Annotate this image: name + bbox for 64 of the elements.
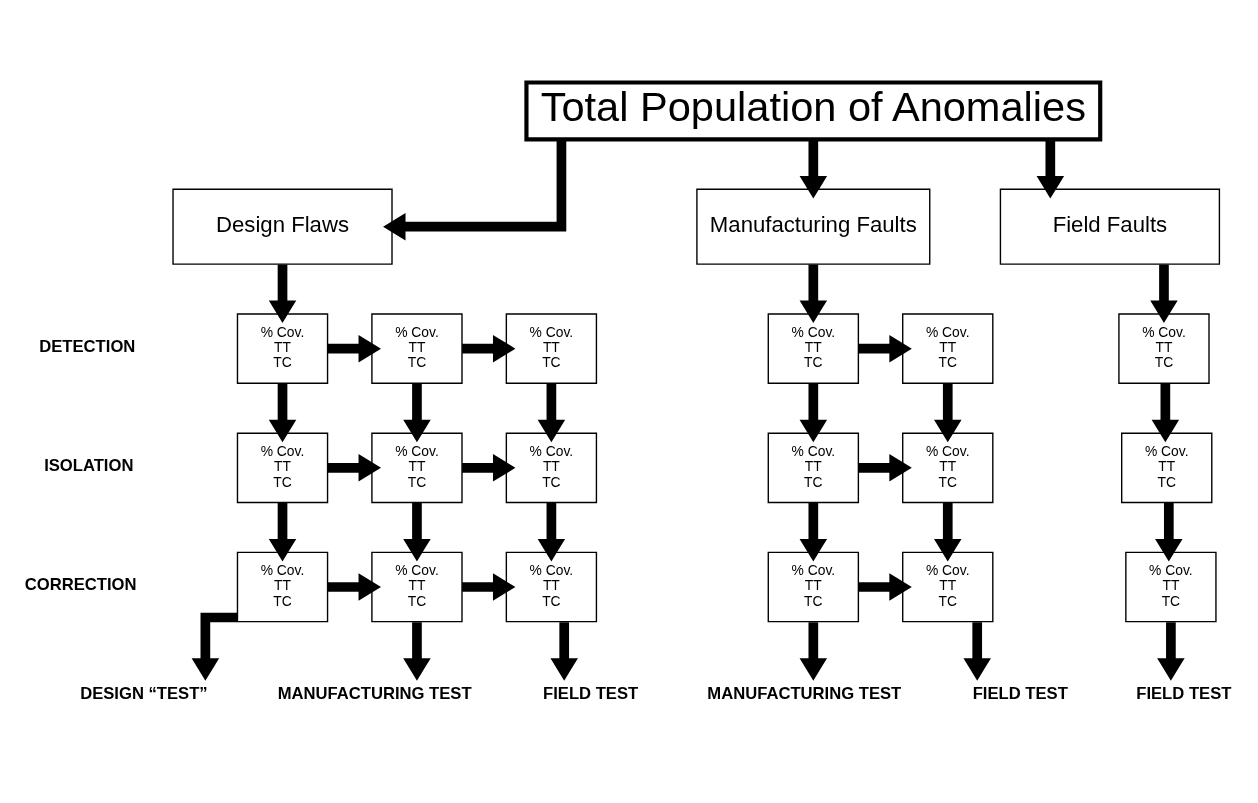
arrow <box>858 334 912 362</box>
arrow <box>1157 621 1185 681</box>
node-box: % Cov. TT TC <box>1118 312 1210 384</box>
node-box: % Cov. TT TC <box>902 312 994 384</box>
label: ISOLATION <box>44 455 134 475</box>
arrow <box>537 383 566 442</box>
node-box: % Cov. TT TC <box>505 312 598 384</box>
node-box: % Cov. TT TC <box>902 551 994 622</box>
arrow <box>327 572 381 601</box>
arrow <box>799 621 828 681</box>
arrow <box>383 139 567 240</box>
arrow <box>268 383 297 442</box>
arrow <box>462 572 516 601</box>
arrow <box>403 383 431 442</box>
arrow <box>934 502 962 561</box>
arrow <box>799 139 828 198</box>
node-box: % Cov. TT TC <box>767 312 860 384</box>
arrow <box>462 334 516 362</box>
arrow <box>1150 264 1178 323</box>
arrow <box>963 621 991 681</box>
node-text: MANUFACTURING TEST <box>277 683 472 703</box>
arrow <box>1151 383 1180 442</box>
arrow <box>403 621 431 681</box>
arrow <box>858 572 912 601</box>
arrow <box>403 502 431 561</box>
node-box: Manufacturing Faults <box>696 188 931 265</box>
arrow <box>858 453 912 482</box>
arrow <box>268 264 297 323</box>
node-text: FIELD TEST <box>1136 683 1232 703</box>
label: CORRECTION <box>24 574 137 594</box>
node-box: Total Population of Anomalies <box>524 79 1103 141</box>
node-box: % Cov. TT TC <box>902 432 994 503</box>
node-box: % Cov. TT TC <box>1121 432 1213 503</box>
arrow <box>462 453 516 482</box>
node-text: FIELD TEST <box>972 683 1068 703</box>
node-box: Field Faults <box>999 188 1221 265</box>
arrow <box>1036 139 1065 198</box>
node-box: % Cov. TT TC <box>371 432 463 503</box>
arrow <box>327 334 381 362</box>
arrow <box>268 502 297 561</box>
node-box: % Cov. TT TC <box>505 432 598 503</box>
node-box: Design Flaws <box>172 188 393 265</box>
node-box: % Cov. TT TC <box>767 432 860 503</box>
arrow <box>550 621 578 681</box>
node-box: % Cov. TT TC <box>236 312 329 384</box>
arrow <box>799 264 828 323</box>
node-box: % Cov. TT TC <box>767 551 860 622</box>
node-text: MANUFACTURING TEST <box>707 683 902 703</box>
node-box: % Cov. TT TC <box>371 312 463 384</box>
arrow <box>799 502 828 561</box>
arrow <box>934 383 962 442</box>
arrow <box>1155 502 1183 561</box>
arrow <box>327 453 381 482</box>
node-box: % Cov. TT TC <box>371 551 463 622</box>
node-box: % Cov. TT TC <box>236 551 329 622</box>
label: DETECTION <box>39 336 136 356</box>
node-text: DESIGN “TEST” <box>80 683 208 703</box>
node-box: % Cov. TT TC <box>236 432 329 503</box>
node-box: % Cov. TT TC <box>1125 551 1217 622</box>
node-text: FIELD TEST <box>543 683 639 703</box>
arrow <box>799 383 828 442</box>
arrow <box>537 502 566 561</box>
arrow <box>191 612 238 681</box>
node-box: % Cov. TT TC <box>505 551 598 622</box>
